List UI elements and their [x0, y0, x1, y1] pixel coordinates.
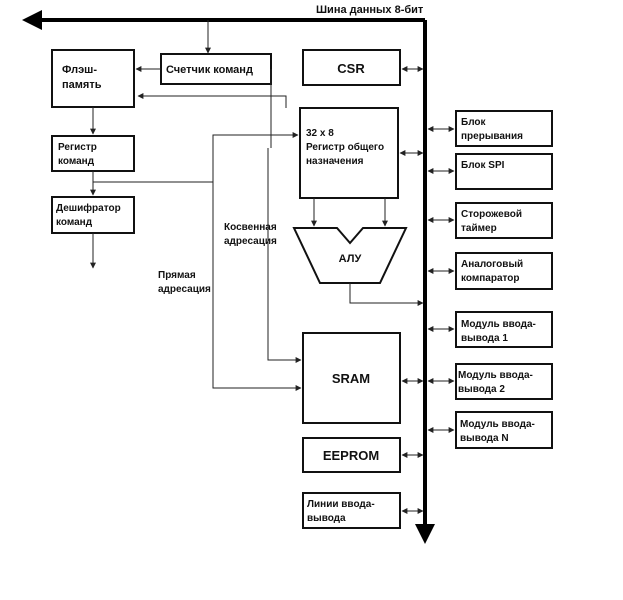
program-counter-block: Счетчик команд: [160, 53, 272, 85]
io-lines-label-line1: Линии ввода-: [307, 499, 375, 510]
spi-label: Блок SPI: [461, 160, 505, 171]
interrupt-block: Блок прерывания: [455, 110, 553, 147]
general-register-block: 32 x 8 Регистр общего назначения: [299, 107, 399, 199]
general-register-label-line1: 32 x 8: [306, 128, 334, 139]
eeprom-block: EEPROM: [302, 437, 401, 473]
general-register-label-line3: назначения: [306, 156, 364, 167]
flash-memory-label-line1: Флэш-: [62, 64, 97, 76]
flash-memory-label-line2: память: [62, 79, 102, 91]
command-register-block: Регистр команд: [51, 135, 135, 172]
command-register-label-line1: Регистр: [58, 142, 97, 153]
indirect-addressing-label-line2: адресация: [224, 236, 277, 247]
watchdog-label-line1: Сторожевой: [461, 209, 522, 220]
command-register-label-line2: команд: [58, 156, 95, 167]
csr-block: CSR: [302, 49, 401, 86]
io-module-2-block: Модуль ввода- вывода 2: [455, 363, 553, 400]
data-bus-label: Шина данных 8-бит: [316, 4, 424, 16]
interrupt-label-line2: прерывания: [461, 131, 523, 142]
io-module-2-label-line2: вывода 2: [458, 384, 505, 395]
comparator-label-line2: компаратор: [461, 273, 520, 284]
io-module-1-block: Модуль ввода- вывода 1: [455, 311, 553, 348]
flash-memory-block: Флэш- память: [51, 49, 135, 108]
alu-label: АЛУ: [339, 253, 362, 265]
indirect-addressing-label-line1: Косвенная: [224, 222, 277, 233]
io-lines-block: Линии ввода- вывода: [302, 492, 401, 529]
sram-block: SRAM: [302, 332, 401, 424]
io-module-1-label-line2: вывода 1: [461, 333, 508, 344]
direct-addressing-label: Прямая адресация: [158, 270, 211, 295]
eeprom-label: EEPROM: [323, 448, 379, 463]
connections: [90, 20, 455, 514]
comparator-label-line1: Аналоговый: [461, 259, 523, 270]
comparator-block: Аналоговый компаратор: [455, 252, 553, 290]
data-bus: Шина данных 8-бит: [22, 4, 435, 544]
io-module-1-label-line1: Модуль ввода-: [461, 319, 536, 330]
command-decoder-label-line2: команд: [56, 217, 93, 228]
alu-block: АЛУ: [292, 227, 408, 284]
io-module-n-block: Модуль ввода- вывода N: [455, 411, 553, 449]
direct-addressing-label-line2: адресация: [158, 284, 211, 295]
csr-label: CSR: [337, 61, 365, 76]
command-decoder-label-line1: Дешифратор: [56, 202, 121, 214]
watchdog-block: Сторожевой таймер: [455, 202, 553, 239]
io-lines-label-line2: вывода: [307, 513, 346, 524]
io-module-n-label-line1: Модуль ввода-: [460, 419, 535, 430]
general-register-label-line2: Регистр общего: [306, 141, 384, 153]
program-counter-label: Счетчик команд: [166, 64, 253, 76]
spi-block: Блок SPI: [455, 153, 553, 190]
interrupt-label-line1: Блок: [461, 117, 487, 128]
indirect-addressing-label: Косвенная адресация: [224, 222, 277, 247]
watchdog-label-line2: таймер: [461, 223, 497, 234]
direct-addressing-label-line1: Прямая: [158, 270, 196, 281]
sram-label: SRAM: [332, 371, 370, 386]
io-module-2-label-line1: Модуль ввода-: [458, 370, 533, 381]
io-module-n-label-line2: вывода N: [460, 433, 509, 444]
command-decoder-block: Дешифратор команд: [51, 196, 135, 234]
